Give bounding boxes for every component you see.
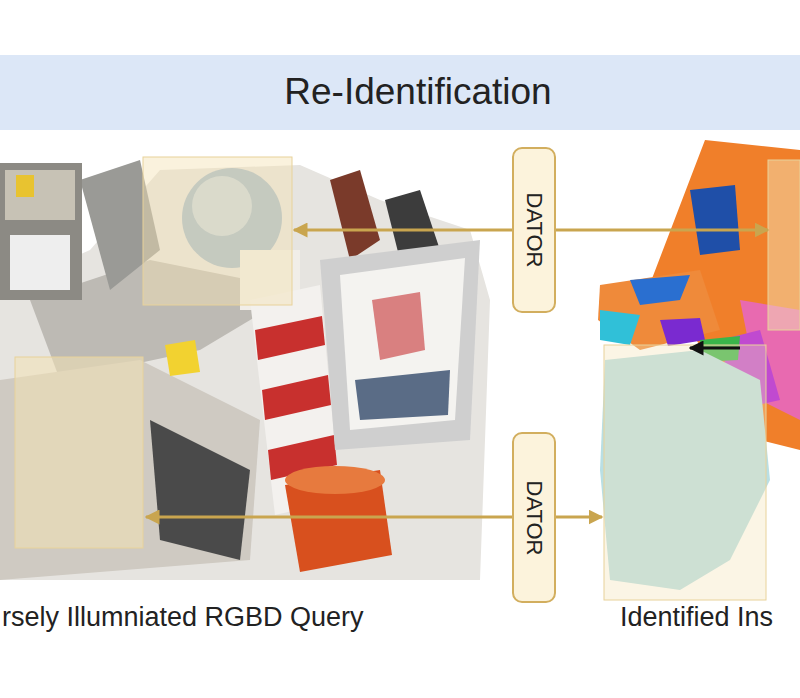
segmentation — [598, 140, 800, 600]
panel-caption: Identified Ins — [620, 602, 773, 633]
panel-caption: rsely Illumniated RGBD Query — [2, 602, 364, 633]
module-label: DATOR — [521, 193, 547, 268]
link-arrow — [146, 230, 768, 517]
module-box: DATOR — [512, 432, 556, 603]
module-box: DATOR — [512, 147, 556, 313]
module-label: DATOR — [521, 480, 547, 555]
figure-title: Re-Identification — [284, 71, 551, 113]
